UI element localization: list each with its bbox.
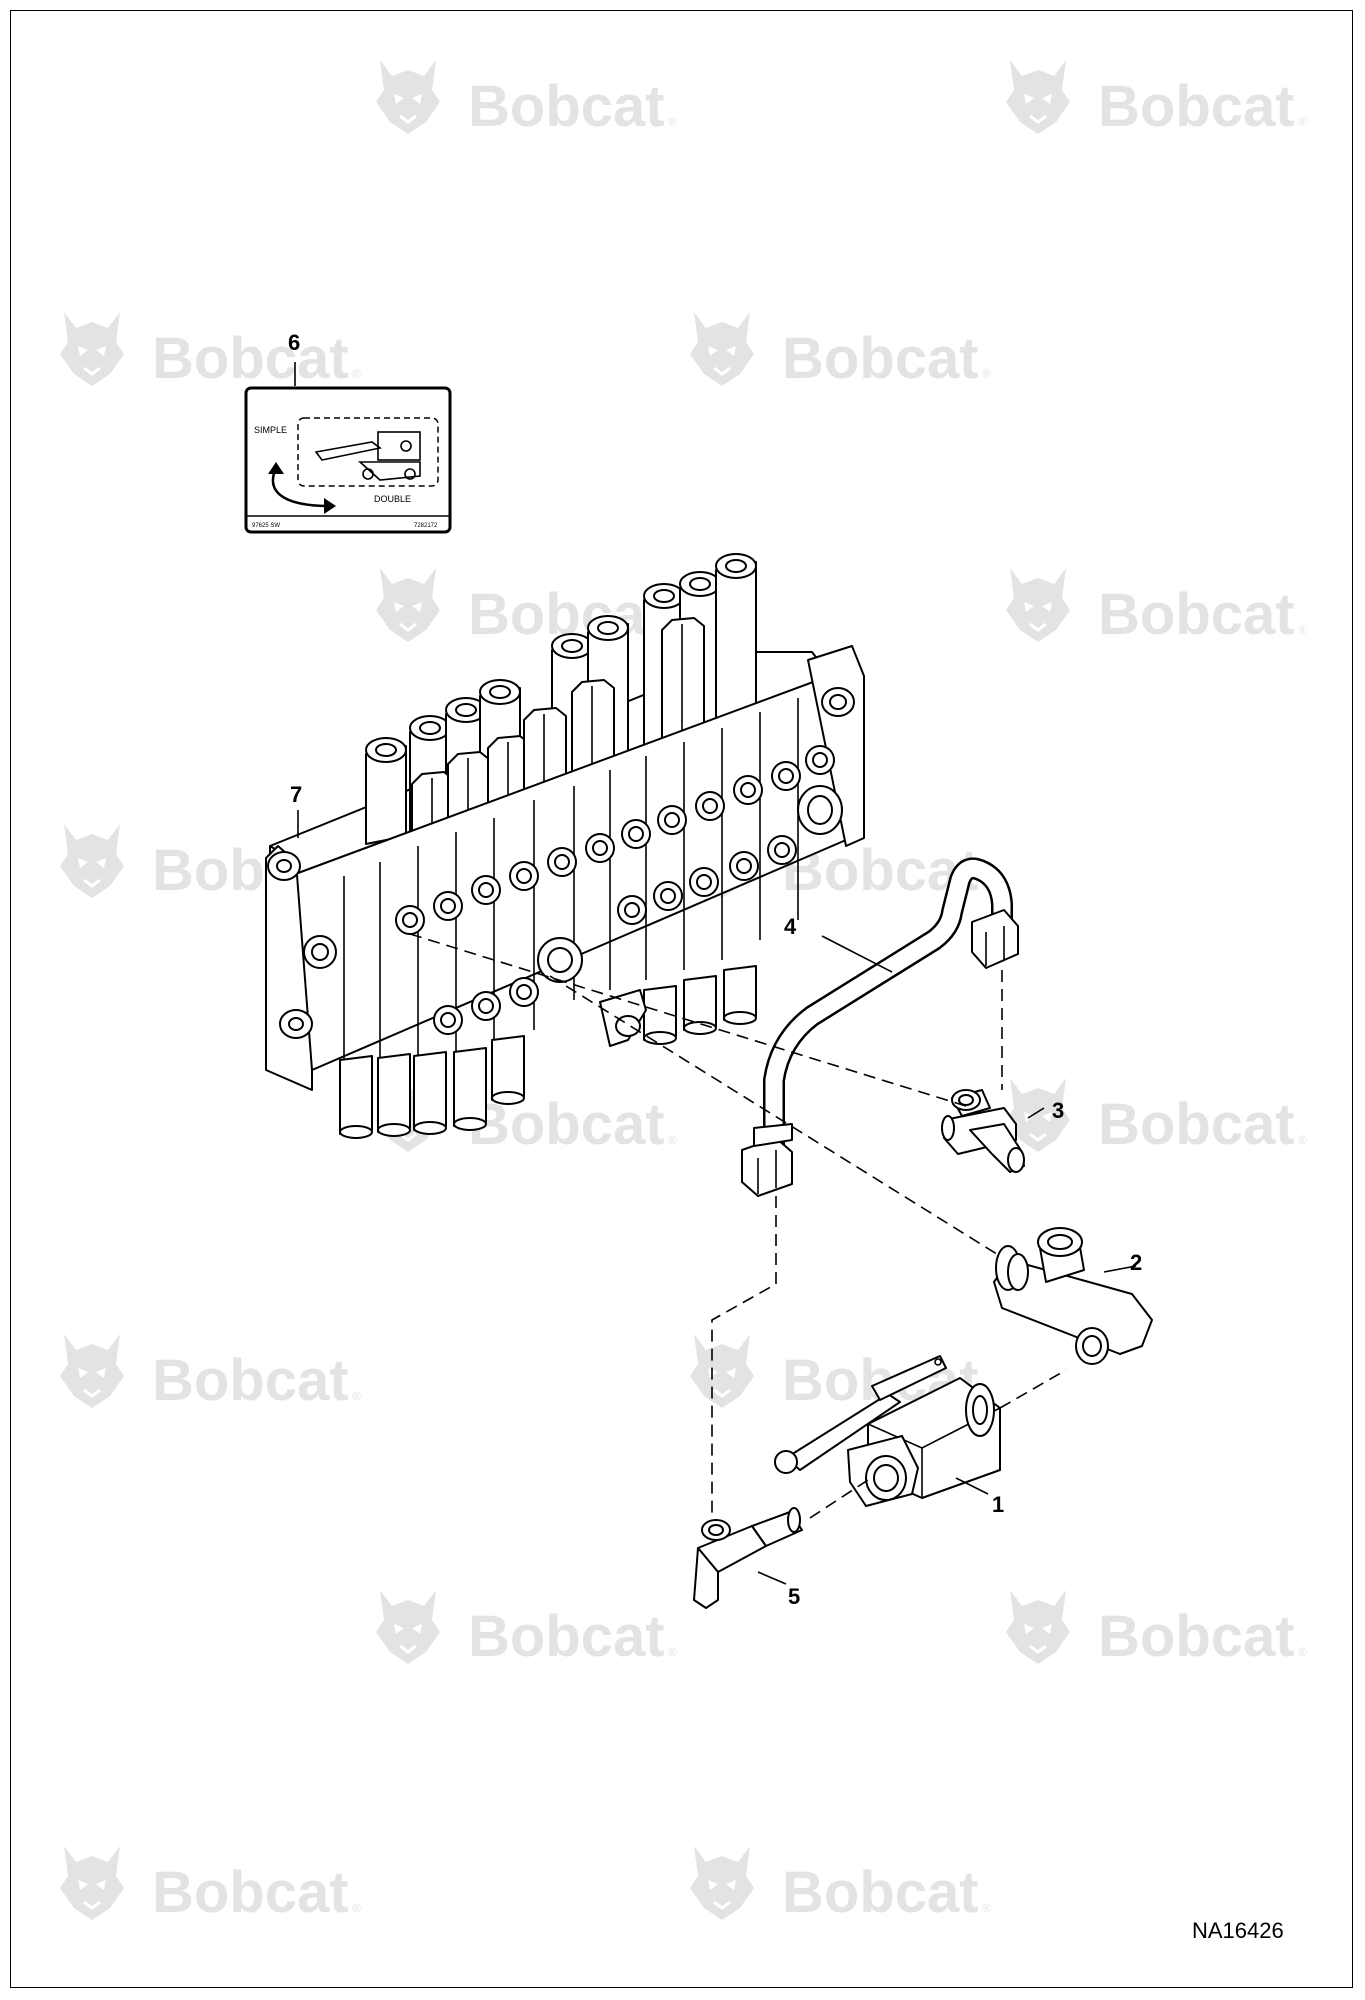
watermark-registered-mark: ® xyxy=(668,1133,677,1147)
callout-5: 5 xyxy=(788,1584,800,1609)
decal-code-left: 97625 SW xyxy=(252,523,280,529)
bobcat-watermark: Bobcat® xyxy=(688,1844,991,1925)
watermark-registered-mark: ® xyxy=(352,1901,361,1915)
watermark-registered-mark: ® xyxy=(352,367,361,381)
watermark-text: Bobcat xyxy=(1098,1604,1295,1669)
watermark-layer: Bobcat®Bobcat®Bobcat®Bobcat®Bobcat®Bobca… xyxy=(58,58,1307,1925)
hydraulic-tube xyxy=(741,857,1019,1197)
watermark-text: Bobcat xyxy=(782,1860,979,1925)
bobcat-head-icon xyxy=(374,58,442,136)
decal-simple-label: SIMPLE xyxy=(254,425,287,435)
bobcat-watermark: Bobcat® xyxy=(374,58,677,139)
bobcat-head-icon xyxy=(1004,58,1072,136)
watermark-registered-mark: ® xyxy=(1298,1133,1307,1147)
bobcat-head-icon xyxy=(58,310,126,388)
callout-1: 1 xyxy=(992,1492,1004,1517)
bobcat-head-icon xyxy=(58,1844,126,1922)
bobcat-watermark: Bobcat® xyxy=(1004,58,1307,139)
bobcat-head-icon xyxy=(374,1588,442,1666)
bobcat-head-icon xyxy=(1004,1588,1072,1666)
bobcat-watermark: Bobcat® xyxy=(374,566,677,647)
ball-valve xyxy=(774,1355,1001,1507)
watermark-registered-mark: ® xyxy=(352,1389,361,1403)
callout-4: 4 xyxy=(784,914,797,939)
watermark-text: Bobcat xyxy=(152,1348,349,1413)
decal-code-right: 7282172 xyxy=(414,523,438,529)
bobcat-head-icon xyxy=(688,1844,756,1922)
watermark-text: Bobcat xyxy=(1098,74,1295,139)
callout-7: 7 xyxy=(290,782,302,807)
watermark-registered-mark: ® xyxy=(1298,115,1307,129)
bobcat-watermark: Bobcat® xyxy=(58,1844,361,1925)
watermark-registered-mark: ® xyxy=(668,1645,677,1659)
watermark-registered-mark: ® xyxy=(982,367,991,381)
watermark-text: Bobcat xyxy=(1098,582,1295,647)
bobcat-head-icon xyxy=(688,310,756,388)
bobcat-watermark: Bobcat® xyxy=(58,310,361,391)
watermark-text: Bobcat xyxy=(468,74,665,139)
watermark-registered-mark: ® xyxy=(1298,623,1307,637)
decal-simple-double: SIMPLE DOUBLE 97625 SW 7282172 xyxy=(244,362,452,534)
callout-3: 3 xyxy=(1052,1098,1064,1123)
callout-6: 6 xyxy=(288,330,300,355)
bobcat-watermark: Bobcat® xyxy=(688,310,991,391)
bobcat-head-icon xyxy=(58,822,126,900)
bobcat-watermark: Bobcat® xyxy=(58,1332,361,1413)
control-valve-block xyxy=(265,553,865,1139)
leader-lines xyxy=(297,810,1137,1585)
adapter-fitting xyxy=(993,1227,1153,1365)
watermark-registered-mark: ® xyxy=(668,115,677,129)
diagram-frame xyxy=(10,10,1353,1988)
watermark-text: Bobcat xyxy=(468,1604,665,1669)
watermark-text: Bobcat xyxy=(152,1860,349,1925)
drawing-number: NA16426 xyxy=(1192,1918,1284,1943)
assembly-lines xyxy=(409,933,1067,1519)
watermark-registered-mark: ® xyxy=(1298,1645,1307,1659)
bobcat-watermark: Bobcat® xyxy=(1004,566,1307,647)
tee-fitting xyxy=(941,1089,1025,1173)
bobcat-watermark: Bobcat® xyxy=(1004,1588,1307,1669)
watermark-text: Bobcat xyxy=(152,326,349,391)
decal-double-label: DOUBLE xyxy=(374,494,411,504)
bobcat-head-icon xyxy=(1004,566,1072,644)
bobcat-watermark: Bobcat® xyxy=(1004,1076,1307,1157)
callout-2: 2 xyxy=(1130,1250,1142,1275)
bobcat-head-icon xyxy=(58,1332,126,1410)
bobcat-head-icon xyxy=(688,1332,756,1410)
bobcat-watermark: Bobcat® xyxy=(374,1588,677,1669)
watermark-text: Bobcat xyxy=(782,326,979,391)
watermark-text: Bobcat xyxy=(1098,1092,1295,1157)
bobcat-head-icon xyxy=(374,566,442,644)
elbow-fitting xyxy=(693,1507,803,1609)
watermark-registered-mark: ® xyxy=(982,1901,991,1915)
